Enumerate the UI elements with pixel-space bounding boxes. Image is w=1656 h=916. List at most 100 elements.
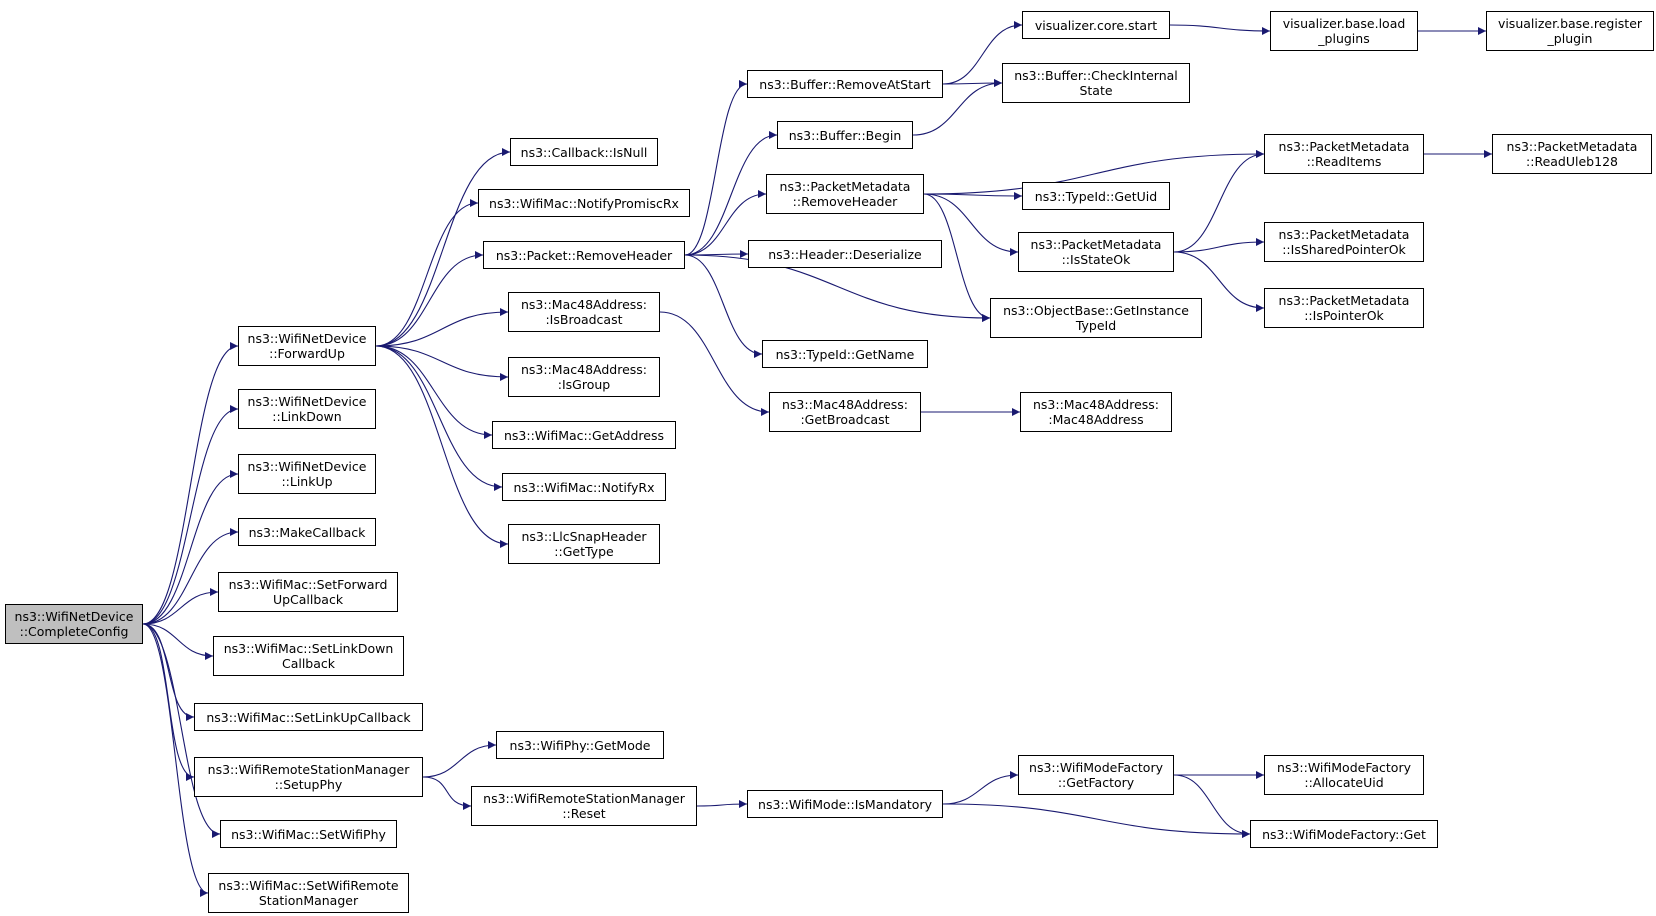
node-mac48-is-group[interactable]: ns3::Mac48Address::IsGroup	[508, 357, 660, 397]
edge-packet-remove-header-to-typeid-get-name	[684, 254, 763, 358]
edge-wifimode-is-mandatory-to-wifimodefactory-get-factory	[942, 771, 1019, 805]
node-packet-metadata-is-pointer-ok[interactable]: ns3::PacketMetadata::IsPointerOk	[1264, 288, 1424, 328]
node-forward-up[interactable]: ns3::WifiNetDevice::ForwardUp	[238, 326, 376, 366]
node-label-line: ns3::Mac48Address:	[520, 362, 648, 377]
node-label-line: visualizer.base.register	[1497, 16, 1643, 31]
edge-packet-remove-header-to-buffer-begin	[684, 131, 778, 256]
edge-packet-metadata-is-state-ok-to-packet-metadata-read-items	[1173, 150, 1265, 253]
edge-wifimodefactory-get-factory-to-wifimodefactory-get	[1173, 774, 1251, 838]
edge-mac48-is-broadcast-to-mac48-get-broadcast	[659, 311, 770, 416]
node-visualizer-base-register-plugin[interactable]: visualizer.base.register_plugin	[1486, 11, 1654, 51]
node-packet-metadata-is-shared-pointer-ok[interactable]: ns3::PacketMetadata::IsSharedPointerOk	[1264, 222, 1424, 262]
node-label-line: ns3::WifiNetDevice	[14, 609, 134, 624]
node-label-line: ns3::Buffer::RemoveAtStart	[759, 76, 931, 92]
node-label-line: ns3::WifiRemoteStationManager	[207, 762, 410, 777]
node-label-line: ns3::PacketMetadata	[1278, 139, 1410, 154]
node-wifiphy-get-mode[interactable]: ns3::WifiPhy::GetMode	[496, 731, 664, 759]
edge-forward-up-to-wifimac-notify-rx	[375, 345, 503, 491]
node-label-line: ::GetFactory	[1057, 775, 1135, 790]
node-label-line: ns3::WifiMac::SetWifiRemote	[218, 878, 399, 893]
edge-complete-config-to-set-forward-up-callback	[142, 588, 219, 625]
node-label-line: :IsGroup	[557, 377, 611, 392]
edge-buffer-remove-at-start-to-visualizer-core-start	[942, 21, 1023, 85]
node-label-line: ns3::PacketMetadata	[1506, 139, 1638, 154]
node-label-line: :Mac48Address	[1048, 412, 1144, 427]
node-wifimode-is-mandatory[interactable]: ns3::WifiMode::IsMandatory	[747, 790, 943, 818]
node-label-line: _plugin	[1547, 31, 1593, 46]
node-callback-is-null[interactable]: ns3::Callback::IsNull	[510, 138, 658, 166]
node-packet-metadata-remove-header[interactable]: ns3::PacketMetadata::RemoveHeader	[766, 174, 924, 214]
node-packet-remove-header[interactable]: ns3::Packet::RemoveHeader	[483, 241, 685, 269]
node-label-line: ns3::TypeId::GetUid	[1034, 188, 1158, 204]
edge-complete-config-to-make-callback	[142, 528, 239, 625]
node-label-line: ns3::WifiNetDevice	[247, 331, 367, 346]
node-wifimodefactory-allocate-uid[interactable]: ns3::WifiModeFactory::AllocateUid	[1264, 755, 1424, 795]
edge-forward-up-to-notify-promisc-rx	[375, 199, 479, 347]
edge-buffer-begin-to-buffer-check-internal-state	[912, 79, 1003, 136]
node-label-line: ::CompleteConfig	[19, 624, 129, 639]
node-packet-metadata-read-uleb128[interactable]: ns3::PacketMetadata::ReadUleb128	[1492, 134, 1652, 174]
node-buffer-begin[interactable]: ns3::Buffer::Begin	[777, 121, 913, 149]
node-visualizer-base-load-plugins[interactable]: visualizer.base.load_plugins	[1270, 11, 1418, 51]
node-setup-phy[interactable]: ns3::WifiRemoteStationManager::SetupPhy	[194, 757, 423, 797]
node-llcsnap-get-type[interactable]: ns3::LlcSnapHeader::GetType	[508, 524, 660, 564]
node-label-line: ns3::PacketMetadata	[1278, 293, 1410, 308]
node-notify-promisc-rx[interactable]: ns3::WifiMac::NotifyPromiscRx	[478, 189, 690, 217]
edge-setup-phy-to-wifiphy-get-mode	[422, 741, 497, 778]
edge-wifimode-is-mandatory-to-wifimodefactory-get	[942, 803, 1251, 838]
node-label-line: ::LinkDown	[272, 409, 342, 424]
edge-forward-up-to-mac48-is-broadcast	[375, 308, 509, 347]
node-link-down[interactable]: ns3::WifiNetDevice::LinkDown	[238, 389, 376, 429]
node-wifimac-get-address[interactable]: ns3::WifiMac::GetAddress	[492, 421, 676, 449]
node-visualizer-core-start[interactable]: visualizer.core.start	[1022, 11, 1170, 39]
node-label-line: ns3::WifiNetDevice	[247, 394, 367, 409]
node-label-line: ns3::Mac48Address:	[781, 397, 909, 412]
node-label-line: ns3::MakeCallback	[248, 524, 366, 540]
node-buffer-remove-at-start[interactable]: ns3::Buffer::RemoveAtStart	[747, 70, 943, 98]
edge-forward-up-to-llcsnap-get-type	[375, 345, 509, 548]
node-label-line: ns3::Buffer::CheckInternal	[1014, 68, 1178, 83]
node-header-deserialize[interactable]: ns3::Header::Deserialize	[748, 240, 942, 268]
node-wifimodefactory-get[interactable]: ns3::WifiModeFactory::Get	[1250, 820, 1438, 848]
edge-packet-metadata-remove-header-to-packet-metadata-read-items	[923, 150, 1265, 195]
node-label-line: ns3::Header::Deserialize	[768, 246, 922, 262]
node-label-line: ns3::WifiModeFactory	[1277, 760, 1411, 775]
node-packet-metadata-is-state-ok[interactable]: ns3::PacketMetadata::IsStateOk	[1018, 232, 1174, 272]
edge-packet-metadata-remove-header-to-typeid-get-uid	[923, 191, 1023, 200]
node-mac48-get-broadcast[interactable]: ns3::Mac48Address::GetBroadcast	[769, 392, 921, 432]
edge-packet-metadata-remove-header-to-packet-metadata-is-state-ok	[923, 193, 1019, 256]
node-typeid-get-uid[interactable]: ns3::TypeId::GetUid	[1022, 182, 1170, 210]
node-wifimodefactory-get-factory[interactable]: ns3::WifiModeFactory::GetFactory	[1018, 755, 1174, 795]
node-wifimac-notify-rx[interactable]: ns3::WifiMac::NotifyRx	[502, 473, 666, 501]
node-station-manager-reset[interactable]: ns3::WifiRemoteStationManager::Reset	[471, 786, 697, 826]
node-label-line: ::ReadUleb128	[1526, 154, 1618, 169]
node-link-up[interactable]: ns3::WifiNetDevice::LinkUp	[238, 454, 376, 494]
edge-forward-up-to-callback-is-null	[375, 148, 511, 347]
node-label-line: TypeId	[1075, 318, 1117, 333]
node-label-line: ::ReadItems	[1306, 154, 1382, 169]
node-typeid-get-name[interactable]: ns3::TypeId::GetName	[762, 340, 928, 368]
node-label-line: ns3::WifiMac::NotifyRx	[513, 479, 655, 495]
node-set-link-up-callback[interactable]: ns3::WifiMac::SetLinkUpCallback	[194, 703, 423, 731]
node-make-callback[interactable]: ns3::MakeCallback	[238, 518, 376, 546]
node-label-line: ns3::Mac48Address:	[520, 297, 648, 312]
node-label-line: ns3::Packet::RemoveHeader	[495, 247, 673, 263]
node-mac48-is-broadcast[interactable]: ns3::Mac48Address::IsBroadcast	[508, 292, 660, 332]
node-label-line: ns3::WifiMac::SetWifiPhy	[231, 826, 386, 842]
node-label-line: ::LinkUp	[281, 474, 333, 489]
node-packet-metadata-read-items[interactable]: ns3::PacketMetadata::ReadItems	[1264, 134, 1424, 174]
node-label-line: ns3::ObjectBase::GetInstance	[1003, 303, 1189, 318]
node-label-line: ::IsSharedPointerOk	[1282, 242, 1406, 257]
node-label-line: ::SetupPhy	[274, 777, 343, 792]
edge-complete-config-to-link-down	[142, 405, 239, 625]
node-label-line: ::RemoveHeader	[792, 194, 898, 209]
node-mac48-mac48address[interactable]: ns3::Mac48Address::Mac48Address	[1020, 392, 1172, 432]
node-label-line: ns3::Callback::IsNull	[520, 144, 648, 160]
node-set-wifi-phy[interactable]: ns3::WifiMac::SetWifiPhy	[220, 820, 397, 848]
